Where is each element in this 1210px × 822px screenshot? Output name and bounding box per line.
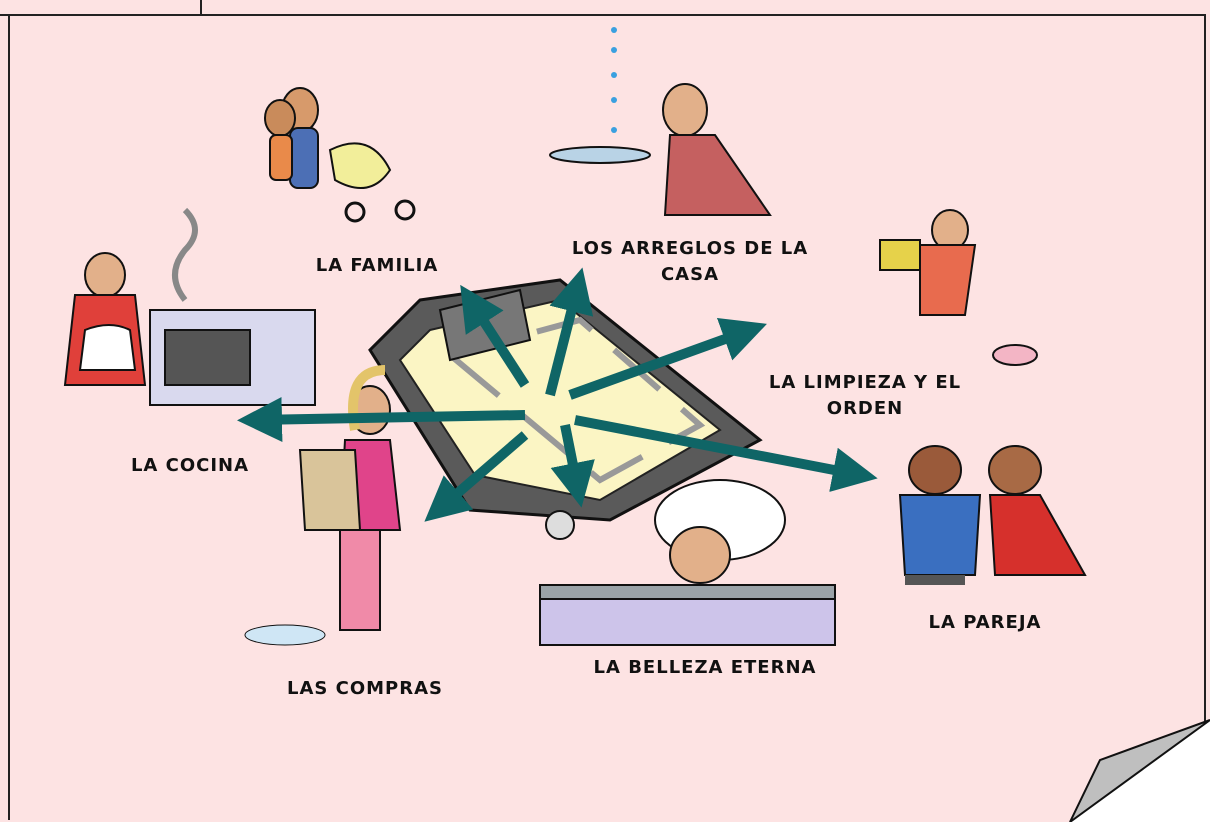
arrows <box>237 267 878 522</box>
kitchen-illustration <box>63 207 316 406</box>
label-compras: LAS COMPRAS <box>286 678 443 699</box>
slide-frame <box>8 14 1206 820</box>
label-arreglos: LOS ARREGLOS DE LA CASA <box>571 238 809 285</box>
clipboard-illustration <box>368 278 763 522</box>
label-belleza: LA BELLEZA ETERNA <box>593 657 817 678</box>
arrow-limpieza <box>568 318 767 400</box>
label-cocina: LA COCINA <box>130 455 250 476</box>
label-pareja: LA PAREJA <box>928 612 1042 633</box>
cleaning-illustration <box>879 209 1038 366</box>
arrow-arreglos <box>545 267 594 397</box>
arrow-cocina <box>237 397 526 442</box>
label-familia: LA FAMILIA <box>315 255 439 276</box>
page-curl <box>1069 719 1210 822</box>
label-limpieza: LA LIMPIEZA Y EL ORDEN <box>768 372 962 419</box>
arrow-compras <box>424 431 529 522</box>
shopping-illustration <box>244 365 402 646</box>
family-illustration <box>264 87 416 223</box>
arrow-belleza <box>550 424 595 508</box>
arrow-pareja <box>574 415 878 492</box>
leak-illustration <box>549 27 772 216</box>
arrow-familia <box>460 284 530 388</box>
couple-illustration <box>898 445 1087 585</box>
bath-illustration <box>539 479 836 646</box>
